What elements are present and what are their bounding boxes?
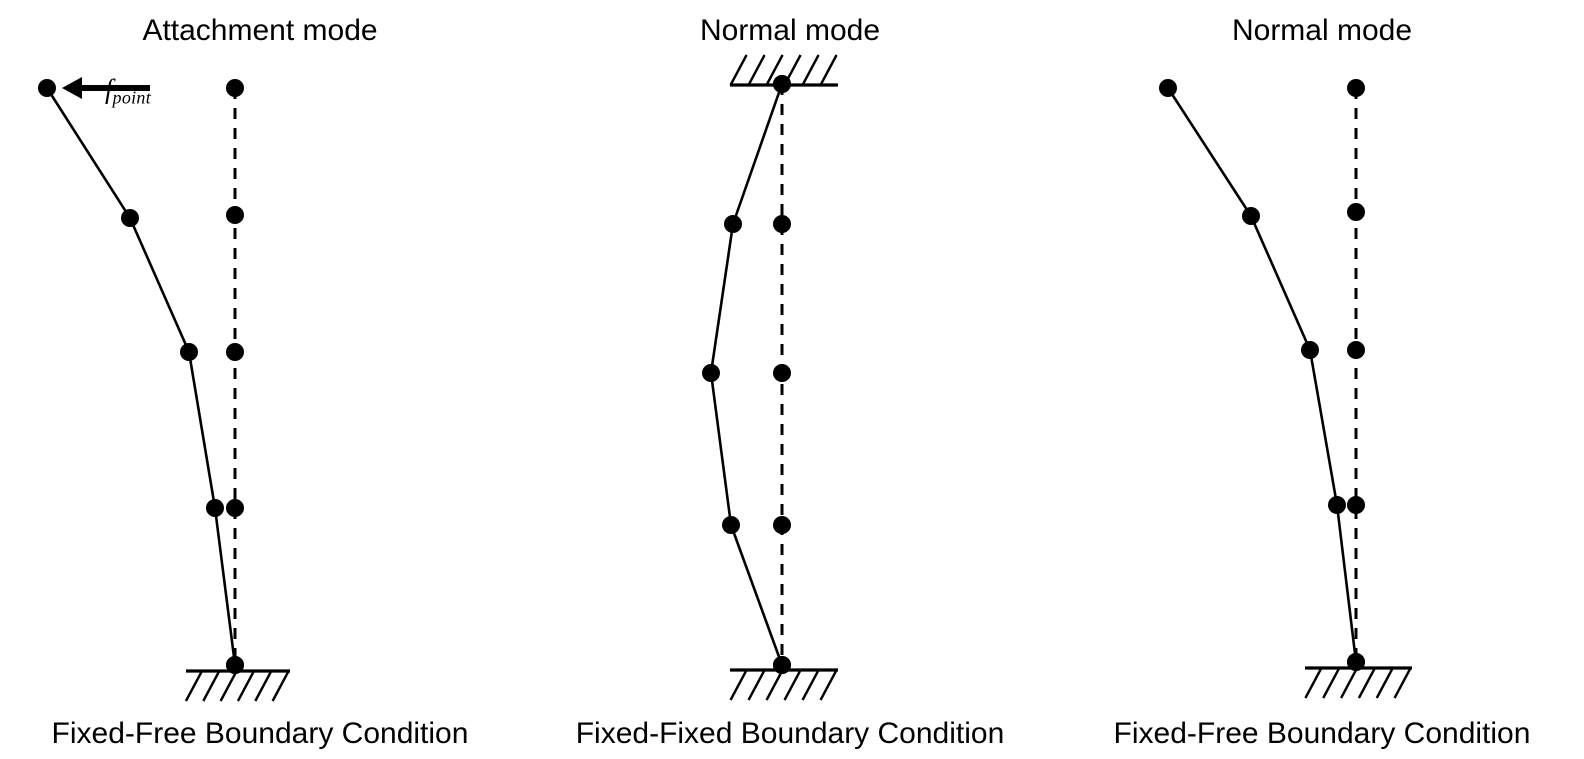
ground-hatch bbox=[1322, 667, 1341, 699]
ground-hatch bbox=[1393, 667, 1412, 699]
ground-hatch bbox=[765, 669, 784, 701]
reference-node-marker bbox=[1347, 496, 1365, 514]
ground-hatch bbox=[747, 54, 766, 86]
panel-caption: Fixed-Fixed Boundary Condition bbox=[575, 717, 1005, 750]
ground-hatch bbox=[801, 54, 820, 86]
force-point-label: fpoint bbox=[105, 74, 152, 108]
deformed-node-marker bbox=[1242, 207, 1260, 225]
panel-title: Normal mode bbox=[699, 14, 881, 47]
ground-hatch bbox=[202, 670, 221, 702]
force-symbol-subscript: point bbox=[112, 87, 152, 108]
ground-hatch bbox=[783, 54, 802, 86]
deformed-node-marker bbox=[1328, 496, 1346, 514]
ground-support-icon bbox=[729, 54, 838, 87]
force-symbol: f bbox=[105, 74, 113, 104]
ground-hatch bbox=[783, 669, 802, 701]
ground-hatch bbox=[219, 670, 238, 702]
ground-hatch bbox=[765, 54, 784, 86]
ground-support-icon bbox=[184, 669, 290, 702]
reference-node-marker bbox=[773, 364, 791, 382]
reference-node-marker bbox=[226, 206, 244, 224]
mode-shape-diagram bbox=[38, 77, 290, 702]
reference-node-marker bbox=[773, 215, 791, 233]
deformed-node-marker bbox=[121, 209, 139, 227]
reference-node-marker bbox=[1347, 79, 1365, 97]
force-arrow-icon bbox=[62, 77, 150, 99]
deformed-node-marker bbox=[180, 343, 198, 361]
ground-hatch bbox=[1340, 667, 1359, 699]
ground-hatch bbox=[254, 670, 273, 702]
ground-hatch bbox=[747, 669, 766, 701]
deformed-mode-shape-line bbox=[1166, 86, 1358, 664]
reference-node-marker bbox=[226, 499, 244, 517]
ground-hatch bbox=[819, 54, 838, 86]
ground-hatch bbox=[236, 670, 256, 702]
reference-node-marker bbox=[226, 343, 244, 361]
deformed-node-marker bbox=[724, 215, 742, 233]
deformed-node-marker bbox=[702, 364, 720, 382]
reference-node-marker bbox=[1347, 341, 1365, 359]
ground-hatch bbox=[1357, 667, 1376, 699]
panel-caption: Fixed-Free Boundary Condition bbox=[51, 717, 469, 750]
mode-shape-diagram bbox=[702, 54, 838, 701]
ground-hatch bbox=[729, 54, 748, 86]
mode-shape-diagram bbox=[1159, 79, 1412, 699]
ground-hatch bbox=[801, 669, 820, 701]
panel-title: Normal mode bbox=[1231, 14, 1413, 47]
ground-hatch bbox=[1375, 667, 1394, 699]
reference-node-marker bbox=[1347, 203, 1365, 221]
panel-normal-mode-fixed-free: Normal mode Fixed-Free Boundary Conditio… bbox=[1060, 0, 1584, 759]
panel-title: Attachment mode bbox=[142, 14, 378, 47]
deformed-node-marker bbox=[38, 79, 56, 97]
deformed-node-marker bbox=[1301, 341, 1319, 359]
deformed-node-marker bbox=[206, 499, 224, 517]
deformed-node-marker bbox=[1159, 79, 1177, 97]
ground-support-icon bbox=[729, 668, 838, 701]
panel-attachment-mode: Attachment mode fpoint Fixed-Free Bounda… bbox=[0, 0, 520, 759]
deformed-node-marker bbox=[722, 516, 740, 534]
reference-node-marker bbox=[773, 516, 791, 534]
ground-hatch bbox=[184, 670, 204, 702]
ground-support-icon bbox=[1304, 666, 1412, 699]
panel-caption: Fixed-Free Boundary Condition bbox=[1113, 717, 1531, 750]
ground-hatch bbox=[729, 669, 748, 701]
ground-hatch bbox=[819, 669, 838, 701]
reference-node-marker bbox=[226, 79, 244, 97]
ground-hatch bbox=[271, 670, 290, 702]
panel-normal-mode-fixed-fixed: Normal mode Fixed-Fixed Boundary Conditi… bbox=[520, 0, 1060, 759]
deformed-mode-shape-line bbox=[45, 86, 237, 667]
ground-hatch bbox=[1304, 667, 1323, 699]
force-arrow-head bbox=[62, 77, 82, 99]
deformed-mode-shape-line bbox=[709, 82, 784, 667]
